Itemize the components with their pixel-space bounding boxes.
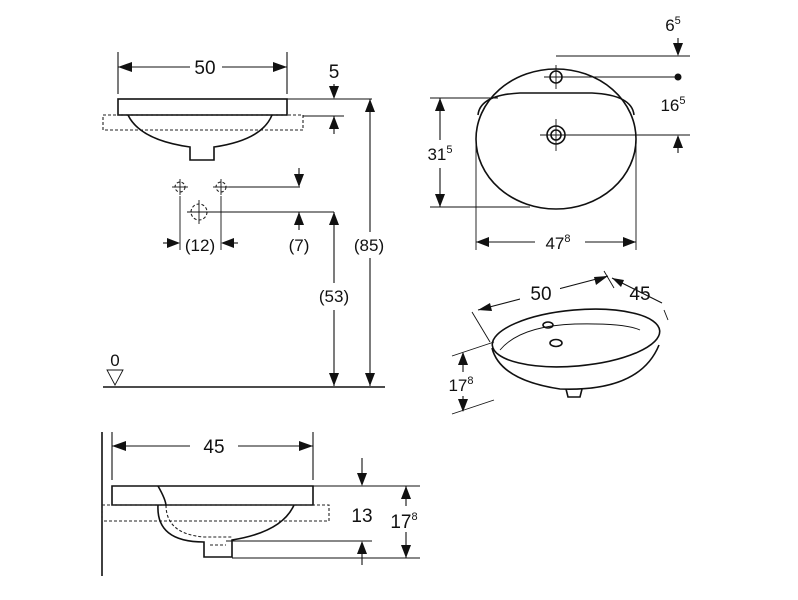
arrowhead <box>612 278 624 287</box>
dim-section-depth-label: 45 <box>203 437 224 458</box>
iso-height-extension-top <box>451 341 495 357</box>
arrowhead <box>476 237 489 247</box>
basin-body-iso <box>491 344 660 390</box>
arrowhead <box>294 212 304 225</box>
dim-iso-height-label: 178 <box>448 375 473 395</box>
tap-reference-dot <box>674 73 682 81</box>
dim-bowl-depth-label: 13 <box>351 506 372 527</box>
dim-total-height-label: (85) <box>354 236 384 255</box>
side-view: 50 5 <box>102 52 385 388</box>
section-bowl-inner <box>165 504 232 538</box>
dim-drain-offset-label: 165 <box>660 95 685 115</box>
tap-symbol-center <box>187 200 211 224</box>
tap-symbol-left <box>172 179 188 195</box>
tap-hole <box>544 65 568 89</box>
arrowhead <box>118 62 132 72</box>
arrowhead <box>594 276 608 285</box>
arrowhead <box>365 373 375 386</box>
tap-symbol-right <box>213 179 229 195</box>
iso-width-label-bg <box>520 282 560 304</box>
arrowhead <box>329 373 339 386</box>
tap-hole-iso <box>542 321 554 329</box>
iso-width-extension-right <box>603 270 615 289</box>
arrowhead <box>435 98 445 111</box>
arrowhead <box>365 99 375 112</box>
countertop-outline <box>102 114 304 131</box>
arrowhead <box>478 303 492 311</box>
arrowhead <box>623 237 636 247</box>
basin-inner-iso <box>499 323 641 351</box>
dim-iso-width-label: 50 <box>530 284 551 305</box>
arrowhead <box>221 238 234 248</box>
dim-mount-height-label: (53) <box>319 287 349 306</box>
arrowhead <box>329 116 339 129</box>
dim-iso-depth-label: 45 <box>629 284 650 305</box>
arrowhead <box>458 399 468 412</box>
dim-rim-label: 5 <box>329 62 340 83</box>
section-view: 45 13 178 <box>101 432 420 576</box>
drain-iso <box>549 338 563 348</box>
top-view: 65 165 315 478 <box>427 15 690 253</box>
arrowhead <box>401 545 411 558</box>
floor-level-label: 0 <box>110 351 119 370</box>
arrowhead <box>435 194 445 207</box>
basin-bowl <box>127 114 273 161</box>
basin-inner-rim <box>477 92 635 116</box>
arrowhead <box>294 174 304 187</box>
basin-rim <box>117 98 288 116</box>
isometric-view: 50 45 178 <box>448 270 669 415</box>
dim-width-label: 478 <box>545 233 570 253</box>
arrowhead <box>357 473 367 486</box>
arrowhead <box>329 86 339 99</box>
arrowhead <box>273 62 287 72</box>
drain-hole <box>540 119 572 151</box>
arrowhead <box>673 43 683 56</box>
arrowhead <box>673 135 683 148</box>
iso-height-extension-bottom <box>451 399 495 415</box>
section-rim-curve <box>157 485 167 507</box>
iso-width-extension-left <box>471 311 491 343</box>
arrowhead <box>299 441 313 451</box>
arrowhead <box>458 352 468 365</box>
dim-section-height-label: 178 <box>390 511 417 533</box>
arrowhead <box>357 541 367 554</box>
dim-tap-height-label: (7) <box>289 236 310 255</box>
arrowhead <box>167 238 180 248</box>
dim-width-label: 50 <box>194 58 215 79</box>
section-countertop <box>101 504 330 522</box>
arrowhead <box>329 212 339 225</box>
floor-level-marker <box>106 369 124 386</box>
basin-rim-iso <box>491 308 661 368</box>
arrowhead <box>112 441 126 451</box>
arrowhead <box>401 486 411 499</box>
section-bowl <box>157 504 295 558</box>
iso-depth-extension <box>663 309 669 321</box>
dim-tap-offset-label: 65 <box>665 15 681 35</box>
dim-depth-label: 315 <box>427 144 452 164</box>
waste-outlet-iso <box>565 388 583 398</box>
dim-tap-spacing-label: (12) <box>185 236 215 255</box>
section-rim <box>111 485 314 506</box>
